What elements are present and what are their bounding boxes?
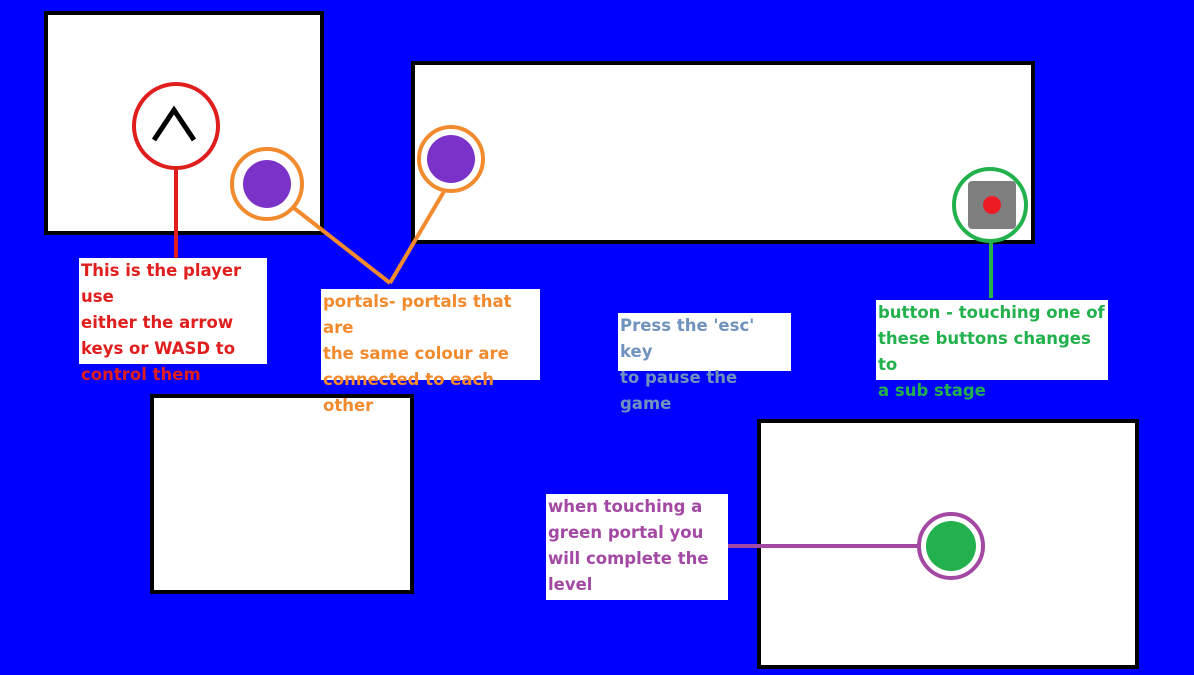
portals-label: portals- portals that are the same colou…	[321, 289, 540, 415]
player-label: This is the player use either the arrow …	[79, 258, 267, 384]
player-icon	[132, 82, 220, 170]
button-label: button - touching one of these buttons c…	[876, 300, 1108, 400]
pause-hint-label: Press the 'esc' key to pause the game	[618, 313, 791, 413]
room-bottom-left	[150, 394, 414, 594]
portal-connector-line-right	[388, 186, 448, 285]
portal-left-icon	[230, 147, 304, 221]
exit-label: when touching a green portal you will co…	[546, 494, 728, 600]
exit-portal-icon	[917, 512, 985, 580]
button-icon	[952, 167, 1028, 243]
portal-connector-line-left	[292, 206, 392, 285]
portal-right-icon	[417, 125, 485, 193]
room-top-right	[411, 61, 1035, 244]
